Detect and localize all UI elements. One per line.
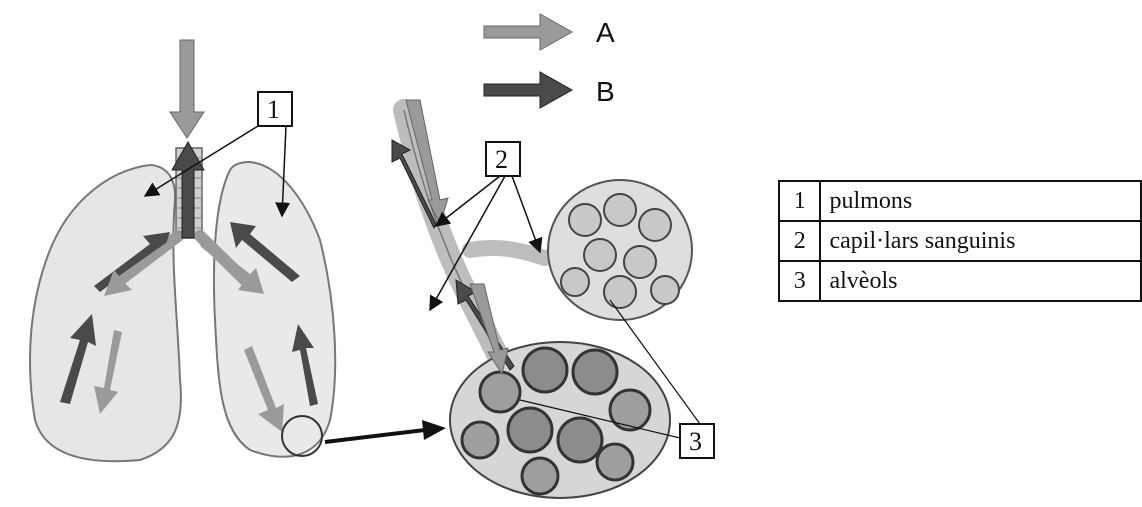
key-number: 3	[779, 261, 820, 301]
key-label: alvèols	[820, 261, 1141, 301]
left-lung	[30, 165, 181, 461]
callout-3-label: 3	[689, 427, 702, 456]
key-row: 2 capil·lars sanguinis	[779, 221, 1141, 261]
key-label: pulmons	[820, 181, 1141, 221]
alveoli-cluster-upper	[548, 180, 692, 320]
callout-2-label: 2	[495, 145, 508, 174]
key-number: 1	[779, 181, 820, 221]
key-label: capil·lars sanguinis	[820, 221, 1141, 261]
legend-arrow-b	[484, 72, 572, 108]
arrow-a-inflow-trachea	[170, 40, 204, 138]
legend-arrow-a	[484, 14, 572, 50]
callout-1-label: 1	[267, 95, 280, 124]
key-table: 1 pulmons 2 capil·lars sanguinis 3 alvèo…	[778, 180, 1142, 302]
magnify-arrow	[325, 420, 446, 442]
callout-box-1: 1	[258, 92, 292, 126]
callout-box-3: 3	[680, 424, 714, 458]
legend-label-b: B	[596, 76, 615, 107]
callout-box-2: 2	[486, 142, 520, 176]
key-row: 1 pulmons	[779, 181, 1141, 221]
key-row: 3 alvèols	[779, 261, 1141, 301]
callout-2-pointer-c	[512, 176, 540, 252]
legend-label-a: A	[596, 17, 615, 48]
alveoli-cluster-lower	[450, 342, 670, 498]
key-number: 2	[779, 221, 820, 261]
